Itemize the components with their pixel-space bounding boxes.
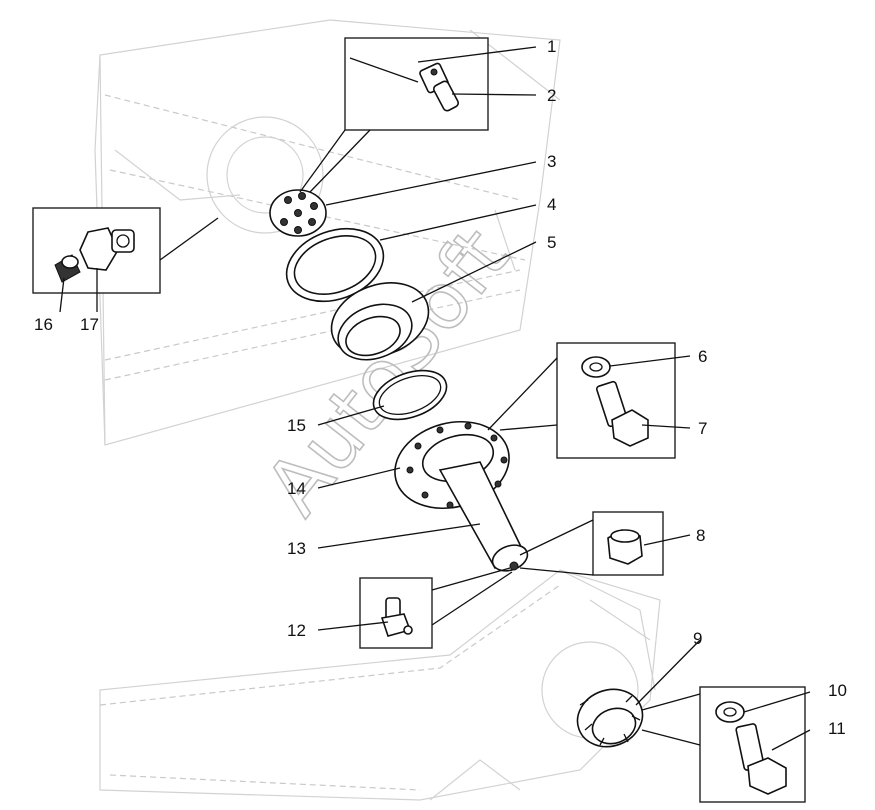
lower-frame-outline <box>99 569 661 801</box>
callout-17: 17 <box>80 315 99 334</box>
inset-box-bolt-washer <box>556 342 676 459</box>
hex-bolt-icon <box>595 380 649 447</box>
callout-8: 8 <box>696 526 705 545</box>
callout-13: 13 <box>287 539 306 558</box>
callout-12: 12 <box>287 621 306 640</box>
bolt-icon <box>419 62 460 112</box>
inset-box-grease-nipple <box>359 577 433 649</box>
cover-plate <box>269 189 327 237</box>
callout-15: 15 <box>287 416 306 435</box>
leader-lines <box>59 46 811 751</box>
callout-4: 4 <box>547 195 556 214</box>
spindle-shaft <box>438 461 529 572</box>
o-ring <box>372 369 448 421</box>
callout-11: 11 <box>828 719 846 738</box>
hex-bolt-icon <box>735 723 787 795</box>
adapter-fitting-icon <box>79 227 135 271</box>
callout-5: 5 <box>547 233 556 252</box>
washer-icon <box>581 356 611 378</box>
inset-box-bolt-washer-lower <box>699 686 806 803</box>
seal-ring <box>285 227 385 303</box>
grease-nipple-icon <box>380 597 413 637</box>
callout-16: 16 <box>34 315 53 334</box>
callout-14: 14 <box>287 479 306 498</box>
cap-nut-icon <box>607 529 643 565</box>
washer-icon <box>715 701 745 723</box>
callout-10: 10 <box>828 681 847 700</box>
callout-9: 9 <box>693 629 702 648</box>
callout-2: 2 <box>547 86 556 105</box>
bearing-cup <box>330 282 430 361</box>
inset-box-bolt-lockwire <box>344 37 489 131</box>
callout-1: 1 <box>547 37 556 56</box>
callout-3: 3 <box>547 152 556 171</box>
plug-icon <box>54 254 81 283</box>
callout-labels: 1 2 3 4 5 6 7 8 9 10 11 12 13 14 15 16 1… <box>34 37 847 738</box>
callout-6: 6 <box>698 347 707 366</box>
spindle-nut <box>576 688 644 748</box>
callout-7: 7 <box>698 419 707 438</box>
